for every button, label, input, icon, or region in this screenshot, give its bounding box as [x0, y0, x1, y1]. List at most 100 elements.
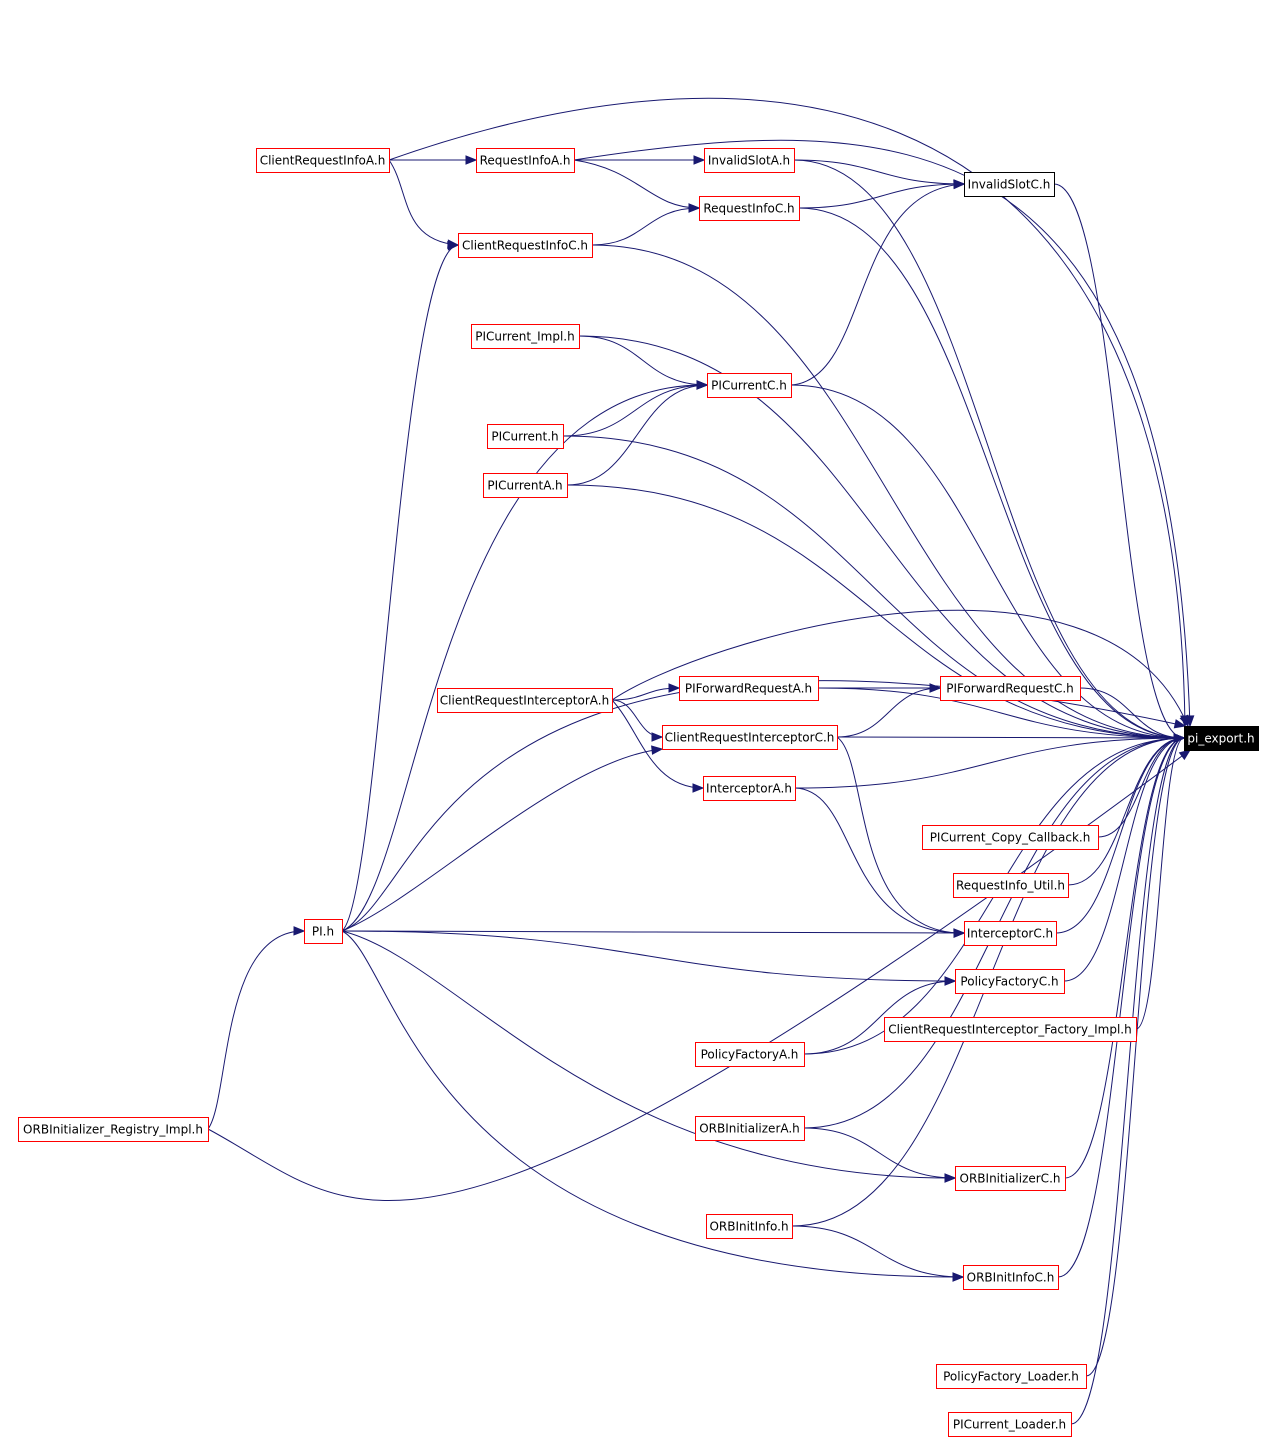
- node-box: [458, 233, 593, 258]
- node-ORBInitializerC[interactable]: ORBInitializerC.h: [955, 1166, 1066, 1191]
- edge-InterceptorA-to-pi_export: [794, 737, 1185, 789]
- node-PICurrent_Impl[interactable]: PICurrent_Impl.h: [471, 324, 580, 349]
- edge-ClientRequestInterceptorA-to-InterceptorA: [611, 699, 704, 789]
- node-InvalidSlotC[interactable]: InvalidSlotC.h: [964, 172, 1055, 197]
- node-label: ORBInitializer_Registry_Impl.h: [23, 1123, 203, 1137]
- edge-PIForwardRequestC-to-pi_export: [1079, 687, 1185, 739]
- edge-PI-to-ClientRequestInterceptorC: [341, 748, 663, 932]
- arrowhead-ORBInitializer_Registry_Impl-to-pi_export: [1178, 749, 1192, 761]
- node-ClientRequestInfoC[interactable]: ClientRequestInfoC.h: [458, 233, 593, 258]
- node-PI[interactable]: PI.h: [304, 919, 343, 944]
- edge-InterceptorA-to-InterceptorC: [794, 787, 965, 934]
- node-PICurrent_Copy_Callback[interactable]: PICurrent_Copy_Callback.h: [922, 825, 1099, 850]
- edge-RequestInfoA-to-RequestInfoC: [573, 159, 700, 209]
- edge-PICurrent-to-PICurrentC: [562, 384, 708, 437]
- arrowhead-PolicyFactoryA-to-PolicyFactoryC: [944, 976, 957, 986]
- arrowhead-RequestInfoA-to-InvalidSlotA: [693, 155, 706, 165]
- edge-RequestInfoA-to-pi_export: [573, 139, 1191, 727]
- node-label: InterceptorC.h: [967, 927, 1053, 941]
- edge-ClientRequestInterceptor_Factory_Impl-to-pi_export: [1135, 737, 1185, 1030]
- edge-ORBInitializer_Registry_Impl-to-pi_export: [207, 749, 1191, 1202]
- node-ORBInitInfoC[interactable]: ORBInitInfoC.h: [963, 1265, 1059, 1290]
- node-label: PICurrent_Copy_Callback.h: [930, 831, 1091, 845]
- node-ORBInitializerA[interactable]: ORBInitializerA.h: [695, 1116, 805, 1141]
- arrowhead-ClientRequestInterceptorA-to-pi_export: [1179, 714, 1189, 728]
- edge-PolicyFactory_Loader-to-pi_export: [1085, 737, 1185, 1377]
- node-box: [955, 1166, 1066, 1191]
- node-box: [940, 676, 1081, 701]
- edge-ORBInitializerA-to-ORBInitializerC: [803, 1127, 956, 1179]
- node-label: PolicyFactory_Loader.h: [943, 1370, 1079, 1384]
- node-label: PICurrent.h: [491, 430, 558, 444]
- node-ORBInitInfo[interactable]: ORBInitInfo.h: [706, 1214, 793, 1239]
- edge-ClientRequestInterceptorC-to-PIForwardRequestC: [836, 687, 941, 738]
- node-box: [955, 969, 1065, 994]
- node-box: [695, 1042, 805, 1067]
- edge-InvalidSlotA-to-pi_export: [793, 159, 1185, 739]
- node-label: PI.h: [312, 925, 334, 939]
- node-ClientRequestInterceptor_Factory_Impl[interactable]: ClientRequestInterceptor_Factory_Impl.h: [884, 1017, 1137, 1042]
- node-box: [487, 424, 564, 449]
- node-RequestInfoA[interactable]: RequestInfoA.h: [476, 148, 575, 173]
- edge-ClientRequestInfoC-to-pi_export: [591, 244, 1185, 739]
- node-pi_export[interactable]: pi_export.h: [1184, 726, 1259, 751]
- node-box: [18, 1117, 209, 1142]
- node-box: [884, 1017, 1137, 1042]
- node-PICurrentA[interactable]: PICurrentA.h: [483, 473, 568, 498]
- node-box: [953, 873, 1069, 898]
- node-ORBInitializer_Registry_Impl[interactable]: ORBInitializer_Registry_Impl.h: [18, 1117, 209, 1142]
- node-box: [1184, 726, 1259, 751]
- edge-ORBInitInfoC-to-pi_export: [1057, 737, 1185, 1278]
- edge-PolicyFactoryA-to-PolicyFactoryC: [803, 980, 956, 1055]
- edge-PICurrent_Copy_Callback-to-pi_export: [1097, 737, 1185, 838]
- arrowhead-PICurrent_Loader-to-pi_export: [1173, 733, 1186, 743]
- node-box: [679, 676, 819, 701]
- node-RequestInfoC[interactable]: RequestInfoC.h: [699, 196, 800, 221]
- node-box: [704, 148, 795, 173]
- node-PolicyFactoryC[interactable]: PolicyFactoryC.h: [955, 969, 1065, 994]
- node-PIForwardRequestC[interactable]: PIForwardRequestC.h: [940, 676, 1081, 701]
- node-label: PICurrent_Impl.h: [475, 330, 574, 344]
- node-PICurrent_Loader[interactable]: PICurrent_Loader.h: [948, 1412, 1072, 1437]
- arrowhead-PI-to-ClientRequestInfoC: [447, 241, 460, 251]
- edge-PIForwardRequestA-to-pi_export: [817, 687, 1185, 739]
- node-label: ORBInitializerC.h: [960, 1172, 1061, 1186]
- node-PolicyFactoryA[interactable]: PolicyFactoryA.h: [695, 1042, 805, 1067]
- edge-InvalidSlotA-to-InvalidSlotC: [793, 159, 965, 185]
- edge-PICurrentA-to-PICurrentC: [566, 384, 708, 486]
- node-box: [964, 172, 1055, 197]
- node-ClientRequestInfoA[interactable]: ClientRequestInfoA.h: [256, 148, 390, 173]
- node-InterceptorC[interactable]: InterceptorC.h: [964, 921, 1057, 946]
- node-label: ClientRequestInterceptorC.h: [665, 731, 835, 745]
- node-box: [703, 776, 796, 801]
- arrowhead-ORBInitializerA-to-ORBInitializerC: [944, 1173, 957, 1183]
- node-box: [699, 196, 800, 221]
- arrowhead-ORBInitializer_Registry_Impl-to-PI: [293, 926, 306, 936]
- node-PICurrent[interactable]: PICurrent.h: [487, 424, 564, 449]
- node-label: PIForwardRequestA.h: [685, 682, 812, 696]
- arrowhead-PI-to-ClientRequestInterceptorC: [651, 745, 664, 755]
- edge-ClientRequestInterceptorC-to-pi_export: [836, 736, 1185, 739]
- node-box: [964, 921, 1057, 946]
- node-box: [662, 725, 838, 750]
- edge-PICurrent_Impl-to-pi_export: [578, 335, 1185, 739]
- edge-PICurrent_Loader-to-pi_export: [1070, 737, 1185, 1425]
- node-InterceptorA[interactable]: InterceptorA.h: [703, 776, 796, 801]
- node-label: ClientRequestInterceptor_Factory_Impl.h: [888, 1023, 1131, 1037]
- node-ClientRequestInterceptorA[interactable]: ClientRequestInterceptorA.h: [437, 688, 613, 713]
- node-PICurrentC[interactable]: PICurrentC.h: [707, 373, 792, 398]
- node-RequestInfo_Util[interactable]: RequestInfo_Util.h: [953, 873, 1069, 898]
- node-label: ClientRequestInfoA.h: [260, 154, 386, 168]
- node-InvalidSlotA[interactable]: InvalidSlotA.h: [704, 148, 795, 173]
- edge-ORBInitializer_Registry_Impl-to-PI: [207, 930, 305, 1130]
- arrowhead-ORBInitInfo-to-ORBInitInfoC: [952, 1272, 965, 1282]
- node-ClientRequestInterceptorC[interactable]: ClientRequestInterceptorC.h: [662, 725, 838, 750]
- edge-PI-to-ORBInitInfoC: [341, 930, 964, 1278]
- edge-ORBInitInfo-to-ORBInitInfoC: [791, 1225, 964, 1278]
- edge-PI-to-ClientRequestInfoC: [341, 244, 459, 932]
- arrowhead-PICurrentC-to-InvalidSlotC: [953, 179, 966, 190]
- node-PIForwardRequestA[interactable]: PIForwardRequestA.h: [679, 676, 819, 701]
- node-label: PolicyFactoryA.h: [701, 1048, 799, 1062]
- node-PolicyFactory_Loader[interactable]: PolicyFactory_Loader.h: [936, 1364, 1087, 1389]
